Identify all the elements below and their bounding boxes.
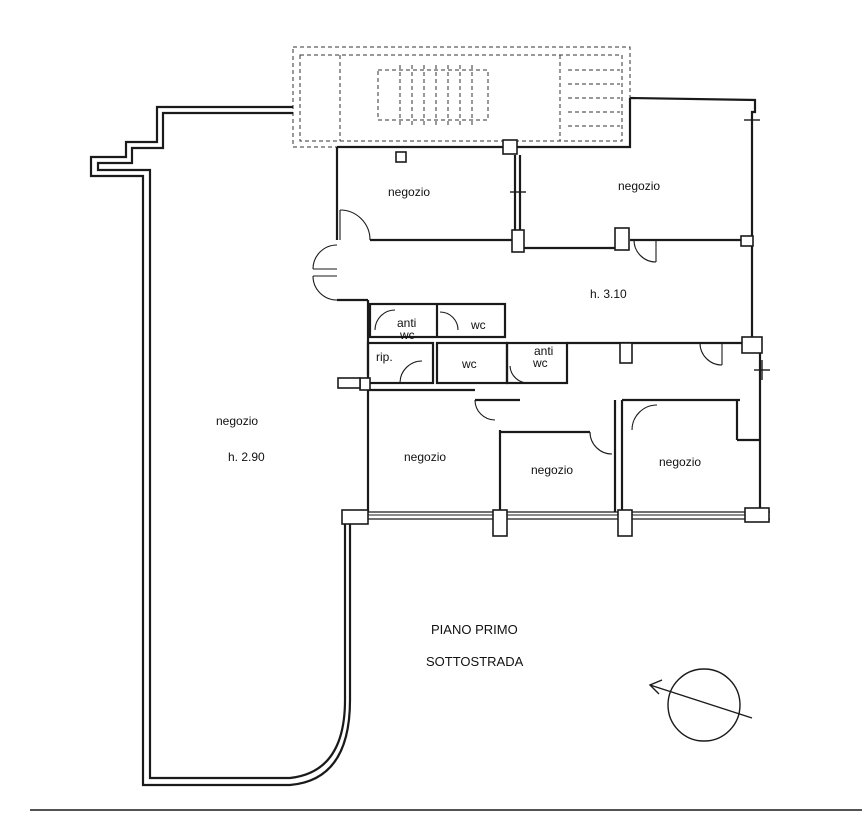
upper-shops-walls [335, 98, 752, 263]
room-label-shop-large-left: negozio [216, 414, 258, 428]
room-label-shop-top-right: negozio [618, 179, 660, 193]
room-label-antiwc-lower-2: wc [532, 356, 548, 370]
room-label-shop-top-left: negozio [388, 185, 430, 199]
room-label-storage: rip. [376, 350, 393, 364]
room-label-wc-lower: wc [461, 357, 477, 371]
lower-shops-walls [368, 388, 760, 512]
floor-title-line2: SOTTOSTRADA [426, 654, 524, 669]
height-label-large-shop: h. 2.90 [228, 450, 265, 464]
room-label-antiwc-upper-2: wc [399, 328, 415, 342]
compass-icon [648, 668, 753, 742]
pillars [337, 112, 770, 537]
room-label-shop-bottom-1: negozio [404, 450, 446, 464]
outer-walls [89, 96, 770, 787]
room-label-wc-upper: wc [470, 318, 486, 332]
entrance-doors [312, 244, 370, 375]
height-label-corridor: h. 3.10 [590, 287, 627, 301]
stair-core [292, 46, 631, 148]
floor-title-line1: PIANO PRIMO [431, 622, 518, 637]
room-label-antiwc-upper-1: anti [397, 316, 416, 330]
room-label-shop-bottom-3: negozio [659, 455, 701, 469]
toilet-block-lower [366, 341, 752, 385]
room-label-antiwc-lower-1: anti [534, 344, 553, 358]
room-label-shop-bottom-2: negozio [531, 463, 573, 477]
toilet-block-upper [368, 302, 507, 339]
